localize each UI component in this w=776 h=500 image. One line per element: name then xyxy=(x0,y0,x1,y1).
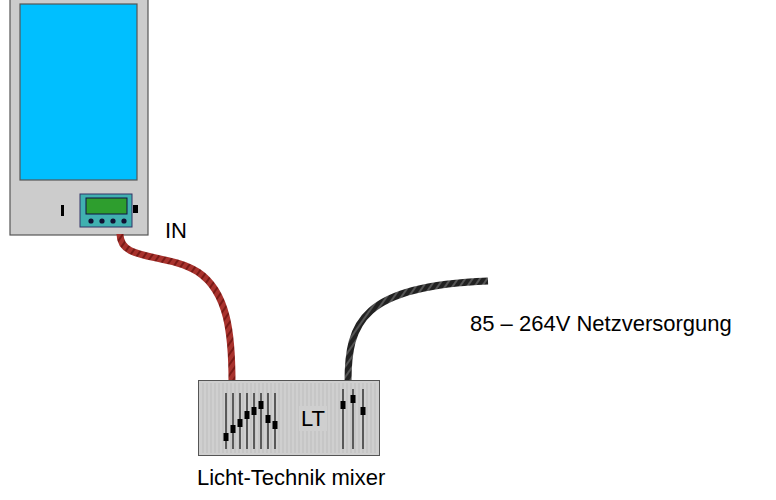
mixer-caption: Licht-Technik mixer xyxy=(197,465,385,490)
control-button xyxy=(99,218,104,223)
fader-knob xyxy=(245,411,250,419)
fader-knob xyxy=(273,421,278,429)
power-label: 85 – 264V Netzversorgung xyxy=(470,311,732,336)
device-housing xyxy=(10,0,148,235)
fader-knob xyxy=(361,407,366,415)
fader-knob xyxy=(231,425,236,433)
port-label: IN xyxy=(165,218,187,243)
fader-knob xyxy=(351,395,356,403)
control-panel xyxy=(80,194,132,227)
fader-knob xyxy=(238,419,243,427)
power-cable xyxy=(348,281,488,382)
fader-knob xyxy=(259,401,264,409)
control-button xyxy=(121,218,126,223)
fader-knob xyxy=(266,415,271,423)
fader-knob xyxy=(224,433,229,441)
fader-knob xyxy=(252,407,257,415)
mixer-box: LTLicht-Technik mixer xyxy=(198,380,380,456)
fader-illustration xyxy=(199,381,379,455)
device-screen xyxy=(20,4,137,180)
mixer-name: LT xyxy=(299,406,327,431)
control-button xyxy=(88,218,93,223)
signal-cable xyxy=(120,234,232,382)
control-display xyxy=(86,198,127,214)
fader-knob xyxy=(341,401,346,409)
device-switch xyxy=(61,205,64,216)
device-connector xyxy=(133,205,138,213)
control-button xyxy=(110,218,115,223)
